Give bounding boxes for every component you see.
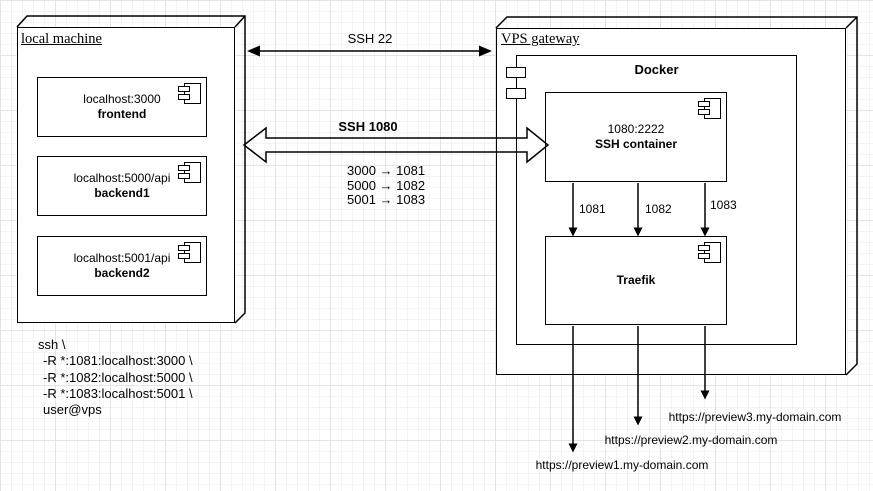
component-backend2[interactable]: localhost:5001/api backend2 <box>37 236 207 296</box>
port-mapping-row: 5001 → 1083 <box>347 192 426 207</box>
url-label-preview3: https://preview3.my-domain.com <box>668 410 842 424</box>
ssh-command-line: -R *:1081:localhost:3000 \ <box>43 353 193 369</box>
url-label-preview2: https://preview2.my-domain.com <box>604 433 778 447</box>
port-label-1081: 1081 <box>579 202 606 216</box>
ssh22-arrow[interactable] <box>247 45 492 57</box>
port-label-1083: 1083 <box>710 198 737 212</box>
component-name: backend1 <box>94 186 150 200</box>
component-icon <box>178 242 201 263</box>
component-address: localhost:5001/api <box>73 250 171 265</box>
component-traefik[interactable]: Traefik <box>545 236 727 325</box>
ssh-command-line: -R *:1082:localhost:5000 \ <box>43 369 193 385</box>
local-machine-title: local machine <box>21 31 102 47</box>
port-mapping-row: 5000 → 1082 <box>347 177 426 193</box>
component-name: SSH container <box>594 137 678 151</box>
ssh-command-line: user@vps <box>43 402 102 418</box>
component-address: 1080:2222 <box>607 121 665 136</box>
component-name: frontend <box>97 107 147 121</box>
component-frontend[interactable]: localhost:3000 frontend <box>37 77 207 137</box>
url-label-preview1: https://preview1.my-domain.com <box>535 458 709 472</box>
component-icon <box>698 242 721 263</box>
vps-gateway-title: VPS gateway <box>501 31 580 47</box>
ssh-command-line: ssh \ <box>38 337 66 352</box>
component-name: Traefik <box>616 272 656 287</box>
component-ssh-container[interactable]: 1080:2222 SSH container <box>545 92 727 182</box>
ssh-command-line: -R *:1083:localhost:5001 \ <box>43 385 193 401</box>
docker-component-tab-bottom <box>506 88 526 99</box>
component-icon <box>698 98 721 119</box>
component-address: localhost:5000/api <box>73 170 171 185</box>
port-mapping-row: 3000 → 1081 <box>347 163 426 178</box>
docker-component-tab-top <box>506 67 526 78</box>
ssh1080-label: SSH 1080 <box>338 119 398 134</box>
component-name: backend2 <box>94 266 150 280</box>
port-mapping-list: 3000 → 1081 5000 → 1082 5001 → 1083 <box>347 163 426 208</box>
ssh22-label: SSH 22 <box>347 31 393 46</box>
port-label-1082: 1082 <box>645 202 672 216</box>
ssh-command: ssh \ -R *:1081:localhost:3000 \ -R *:10… <box>38 337 193 418</box>
component-address: localhost:3000 <box>83 91 161 106</box>
component-icon <box>178 83 201 104</box>
component-backend1[interactable]: localhost:5000/api backend1 <box>37 156 207 216</box>
component-icon <box>178 162 201 183</box>
docker-title: Docker <box>634 62 679 77</box>
